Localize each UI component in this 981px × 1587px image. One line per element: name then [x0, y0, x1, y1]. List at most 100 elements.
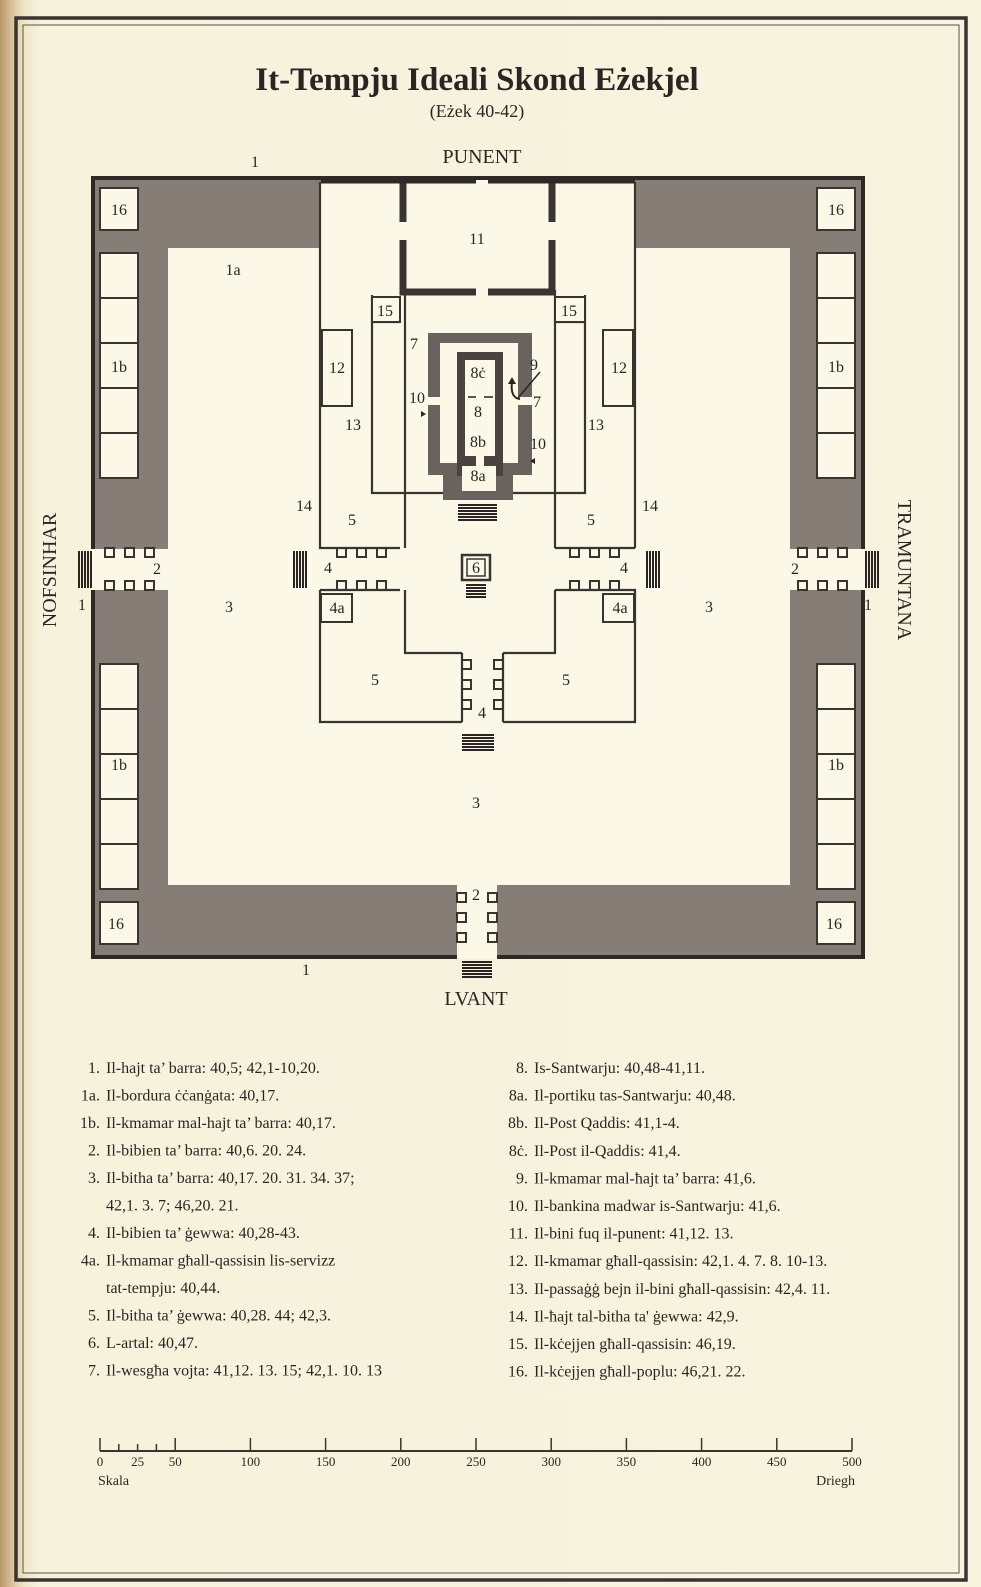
legend-number: 15. [508, 1336, 528, 1353]
label-1: 1 [864, 597, 872, 614]
label-4: 4 [324, 560, 332, 577]
legend-number: 11. [509, 1226, 528, 1243]
chamber-1b [99, 798, 139, 845]
direction-north: TRAMUNTANA [893, 500, 915, 641]
arrowhead-icon [508, 377, 516, 384]
legend-number: 2. [88, 1143, 100, 1160]
label-13: 13 [588, 417, 604, 434]
label-5: 5 [587, 512, 595, 529]
gate-chamber [569, 547, 580, 558]
temple-steps [458, 504, 497, 521]
door-gap [427, 397, 441, 405]
scale-tick-label: 450 [767, 1454, 787, 1469]
kitchen-16-se [816, 901, 856, 945]
label-1b: 1b [111, 359, 127, 376]
chamber-4a-right [602, 593, 635, 623]
gate-chamber [837, 547, 848, 558]
chamber-1b [99, 843, 139, 890]
scale-unit: Driegh [816, 1474, 855, 1489]
label-2: 2 [791, 561, 799, 578]
direction-south: NOFSINHAR [39, 512, 61, 627]
scale-tick-label: 50 [169, 1454, 182, 1469]
gate-chamber [797, 547, 808, 558]
scale-tick-label: 100 [241, 1454, 261, 1469]
gate-chamber [144, 547, 155, 558]
gate-chamber [837, 580, 848, 591]
label-6: 6 [472, 560, 480, 577]
legend-number: 4a. [81, 1253, 100, 1270]
steps [865, 551, 879, 588]
legend-number: 8. [516, 1060, 528, 1077]
inner-gate-steps [293, 551, 660, 751]
label-3: 3 [225, 599, 233, 616]
label-8b: 8b [470, 434, 486, 451]
kitchen-16-nw [99, 187, 139, 231]
legend-text: Il-portiku tas-Santwarju: 40,48. [534, 1088, 736, 1105]
label-13: 13 [345, 417, 361, 434]
label-5: 5 [348, 512, 356, 529]
label-11: 11 [469, 231, 484, 248]
label-12: 12 [611, 360, 627, 377]
label-4a: 4a [329, 600, 344, 617]
page-title: It-Tempju Ideali Skond Eżekjel [255, 62, 698, 98]
legend-text: Il-bitha ta’ barra: 40,17. 20. 31. 34. 3… [106, 1170, 355, 1187]
direction-east: LVANT [444, 988, 507, 1010]
label-5: 5 [371, 672, 379, 689]
steps [462, 961, 492, 978]
scale-tick-label: 0 [97, 1454, 104, 1469]
chamber-1b [816, 663, 856, 710]
chamber-1b [99, 708, 139, 755]
legend-number: 13. [508, 1281, 528, 1298]
legend-number: 16. [508, 1364, 528, 1381]
label-1b: 1b [111, 757, 127, 774]
legend-number: 8a. [509, 1088, 528, 1105]
legend-text: Il-Post Qaddis: 41,1-4. [534, 1115, 680, 1132]
leader-line [517, 371, 541, 399]
label-8a: 8a [470, 468, 485, 485]
legend-number: 1b. [80, 1115, 100, 1132]
legend-number: 7. [88, 1363, 100, 1380]
marker-triangle-icon [530, 458, 535, 464]
direction-west: PUNENT [443, 146, 522, 168]
gate-chamber [487, 912, 498, 923]
legend-text: Il-bitha ta’ ġewwa: 40,28. 44; 42,3. [106, 1308, 331, 1325]
gate-chamber [609, 547, 620, 558]
priests-chambers-12-left [321, 329, 353, 407]
legend-number: 4. [88, 1225, 100, 1242]
legend-text: Il-hajt ta’ barra: 40,5; 42,1-10,20. [106, 1060, 320, 1077]
legend-text: Il-kċejjen għall-poplu: 46,21. 22. [534, 1364, 746, 1381]
gate-chamber [124, 547, 135, 558]
gate-chamber [817, 580, 828, 591]
gate-chamber [376, 547, 387, 558]
gate-chamber [589, 547, 600, 558]
chamber-1b [99, 432, 139, 479]
label-2: 2 [153, 561, 161, 578]
gate-chamber [456, 892, 467, 903]
scale-tick-label: 400 [692, 1454, 712, 1469]
gate-chamber [487, 892, 498, 903]
label-1: 1 [78, 597, 86, 614]
label-1b: 1b [828, 757, 844, 774]
chamber-1b [99, 297, 139, 344]
chamber-1b [816, 297, 856, 344]
gate-chambers [104, 547, 848, 943]
label-4a: 4a [612, 600, 627, 617]
label-14: 14 [296, 498, 312, 515]
scale-tick-label: 25 [131, 1454, 144, 1469]
legend-text: Il-kċejjen għall-qassisin: 46,19. [534, 1336, 736, 1353]
label-16: 16 [828, 202, 844, 219]
legend-text: Il-bordura ċċanġata: 40,17. [106, 1088, 279, 1105]
gate-chamber [817, 547, 828, 558]
legend-number: 12. [508, 1253, 528, 1270]
gate-chamber [493, 679, 504, 690]
label-7: 7 [533, 394, 541, 411]
priests-chambers-12-right [602, 329, 634, 407]
chamber-1b [816, 387, 856, 434]
priests-kitchen-15-left [371, 296, 401, 323]
label-16: 16 [826, 916, 842, 933]
legend-text: Il-bini fuq il-punent: 41,12. 13. [534, 1226, 734, 1243]
legend-number: 3. [88, 1170, 100, 1187]
label-1b: 1b [828, 359, 844, 376]
